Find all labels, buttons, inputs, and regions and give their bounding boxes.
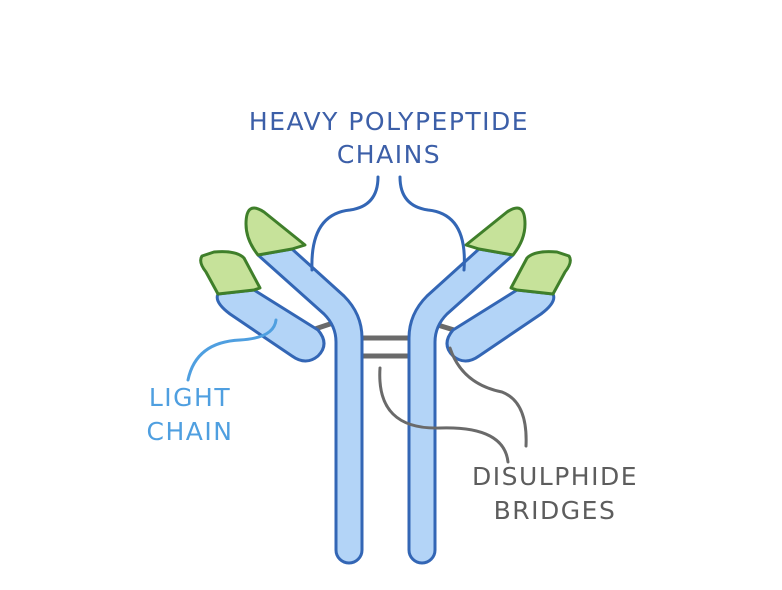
- heavy-leader-right: [398, 175, 466, 272]
- bridge-leader-left: [378, 366, 510, 464]
- heavy-chain-left-variable: [244, 206, 307, 257]
- leader-lines: [186, 175, 528, 464]
- light-chain-left-variable: [199, 250, 262, 296]
- heavy-chain-right-constant: [407, 247, 515, 565]
- heavy-chain-label-line1: HEAVY POLYPEPTIDE: [249, 107, 529, 136]
- heavy-chain-right: [407, 206, 527, 565]
- heavy-chain-label-line2: CHAINS: [337, 140, 441, 169]
- light-chain-right-constant: [445, 288, 556, 363]
- bridge-leader-right: [448, 346, 528, 448]
- light-leader: [186, 318, 278, 382]
- heavy-chain-left: [244, 206, 364, 565]
- labels: HEAVY POLYPEPTIDE CHAINS LIGHT CHAIN DIS…: [147, 107, 638, 525]
- light-chain-label-line1: LIGHT: [149, 383, 231, 412]
- heavy-chain-right-variable: [464, 206, 527, 257]
- heavy-leader-left: [310, 175, 380, 272]
- light-chain-left-constant: [215, 288, 326, 363]
- disulphide-label-line2: BRIDGES: [494, 496, 617, 525]
- disulphide-label-line1: DISULPHIDE: [472, 462, 638, 491]
- light-chain-left: [199, 250, 326, 363]
- light-chain-right: [445, 250, 572, 363]
- heavy-chain-left-constant: [256, 247, 364, 565]
- light-chain-right-variable: [509, 250, 572, 296]
- light-chain-label-line2: CHAIN: [147, 417, 234, 446]
